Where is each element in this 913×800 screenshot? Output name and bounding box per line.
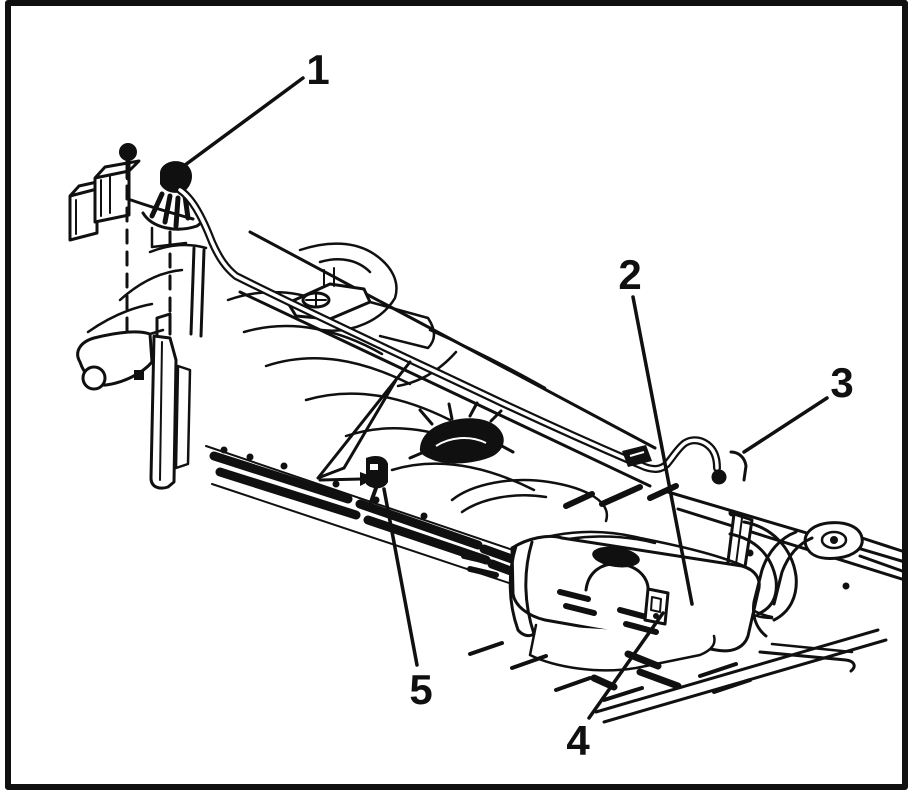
fuel-pipe <box>176 186 748 509</box>
clip-stem <box>369 486 378 504</box>
pump-dome-arc <box>584 562 650 596</box>
fuel-pump-flange <box>592 546 640 568</box>
callout-2-leader <box>631 295 694 606</box>
rocker-sill <box>205 445 567 603</box>
hanger-companion-strip <box>174 364 192 470</box>
hanger-hole <box>134 370 144 380</box>
callout-5-leader <box>382 487 419 667</box>
clip-notch <box>370 464 378 470</box>
harness-highlight <box>435 437 487 447</box>
sill-dark-bars <box>209 451 561 593</box>
callout-4: 4 <box>566 611 665 764</box>
callout-5: 5 <box>382 487 433 713</box>
callout-1-leader <box>179 76 305 170</box>
sill-hole <box>280 462 288 470</box>
harness-blob <box>419 418 504 464</box>
hanger-top-notch <box>155 312 172 338</box>
pipe-clamp <box>622 445 652 467</box>
filler-grommet <box>160 161 192 193</box>
sender-inner <box>650 596 662 613</box>
border-rect <box>5 0 908 790</box>
harness-spikes <box>408 401 515 460</box>
crossmember-side-panel <box>368 300 436 350</box>
callout-5-label: 5 <box>409 666 432 713</box>
pipe-end-bracket <box>729 450 748 482</box>
washer-cross-slot <box>305 267 335 307</box>
tank-rib-marks <box>461 553 659 635</box>
fuel-tank <box>461 530 814 702</box>
callout-2-label: 2 <box>618 251 641 298</box>
vent-hose-marks <box>563 483 679 509</box>
tank-strap-right <box>752 530 814 638</box>
vertical-hanger-bracket <box>149 334 178 490</box>
rail-bolt-dot <box>842 582 850 590</box>
callouts: 1 2 3 4 5 <box>179 46 854 764</box>
callout-2: 2 <box>618 251 694 606</box>
border-frame <box>5 0 908 790</box>
filler-hose-band <box>728 520 798 622</box>
callout-3: 3 <box>742 359 854 454</box>
sill-hole <box>246 453 254 461</box>
mounting-bolt-head <box>119 143 137 161</box>
callout-3-leader <box>742 396 829 454</box>
callout-4-leader <box>587 611 665 720</box>
pipe-clip-blob <box>366 456 388 489</box>
shackle-pin <box>830 536 838 544</box>
wedge-pointer <box>316 360 412 504</box>
callout-1: 1 <box>179 46 330 170</box>
wedge-lines <box>316 360 412 480</box>
callout-1-label: 1 <box>306 46 329 93</box>
pipe-end-connector <box>711 469 727 485</box>
tank-strap-left <box>508 540 536 638</box>
tank-lower-shell <box>528 623 716 672</box>
callout-4-label: 4 <box>566 717 590 764</box>
hitch-bar-upper-line <box>770 642 854 654</box>
wedge-arrow-line <box>318 477 364 482</box>
floorpan-contours <box>86 242 547 492</box>
sill-hole <box>420 512 428 520</box>
right-frame-rail <box>666 490 907 582</box>
sill-hole <box>332 480 340 488</box>
harness-bundle <box>408 401 515 464</box>
sill-outline <box>205 445 567 603</box>
frame-horn-ball <box>81 365 107 391</box>
callout-3-label: 3 <box>830 359 853 406</box>
lower-l-bracket <box>150 226 188 249</box>
ground-speed-dashes <box>468 641 752 702</box>
hanger-inner-line <box>159 341 163 481</box>
grommet-streaks <box>149 191 191 229</box>
sender-dot <box>653 613 659 619</box>
connector-detail-lines <box>75 175 111 235</box>
top-edge-scan-noise <box>193 0 907 4</box>
pipe-clamp-highlight <box>629 451 645 457</box>
fuel-pipe-inner-highlight <box>178 188 719 471</box>
filler-bracket-assembly <box>68 143 204 342</box>
sill-hole <box>220 446 228 454</box>
